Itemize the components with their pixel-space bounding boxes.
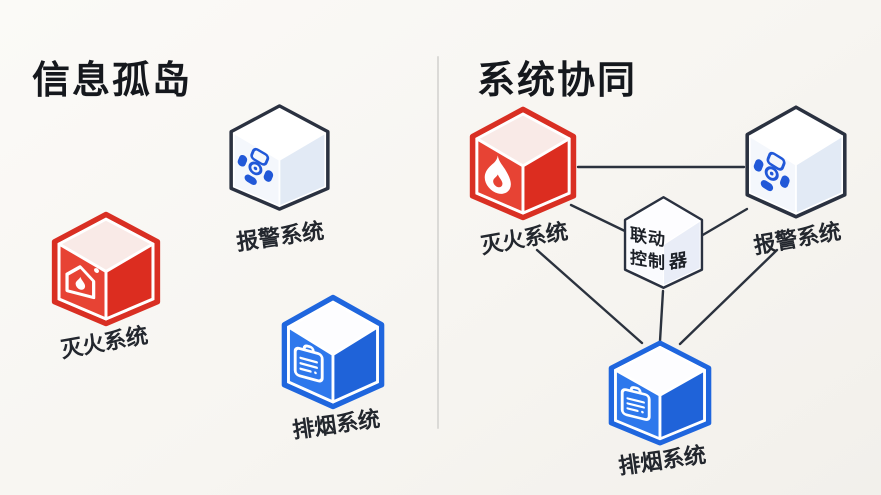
flame-icon bbox=[484, 155, 511, 194]
cube-right-face bbox=[278, 132, 327, 208]
cube-right-face bbox=[331, 325, 379, 404]
panel-divider bbox=[437, 56, 439, 429]
left-alarm-system-cube bbox=[226, 101, 333, 214]
right-fire-system-cube bbox=[467, 104, 579, 223]
left-smoke-system-cube bbox=[279, 292, 387, 412]
clipboard-icon bbox=[620, 386, 651, 421]
left-fire-system-cube bbox=[49, 209, 163, 329]
linkage-controller-cube bbox=[621, 193, 706, 292]
right-alarm-system-cube bbox=[742, 102, 850, 222]
connection-controller-smoke bbox=[658, 289, 665, 343]
right-smoke-system-cube bbox=[606, 338, 714, 448]
cube-right-face bbox=[795, 135, 844, 215]
burning-house-icon bbox=[65, 265, 99, 300]
right-panel-title: 系统协同 bbox=[477, 60, 638, 103]
cube-right-face bbox=[104, 242, 155, 321]
left-alarm-system-label: 报警系统 bbox=[234, 217, 326, 255]
cube-right-face bbox=[658, 368, 706, 441]
alarm-sensor-icon bbox=[753, 151, 790, 192]
linkage-controller-label-line3: 器 bbox=[669, 249, 687, 273]
cube-right-face bbox=[521, 137, 571, 215]
linkage-controller-label: 联动 控制 bbox=[630, 223, 666, 275]
alarm-sensor-icon bbox=[237, 147, 274, 185]
connection-alarm-controller bbox=[699, 207, 749, 238]
clipboard-icon bbox=[293, 344, 324, 383]
left-panel-title: 信息孤岛 bbox=[32, 60, 193, 103]
cube-right-face bbox=[662, 220, 701, 287]
